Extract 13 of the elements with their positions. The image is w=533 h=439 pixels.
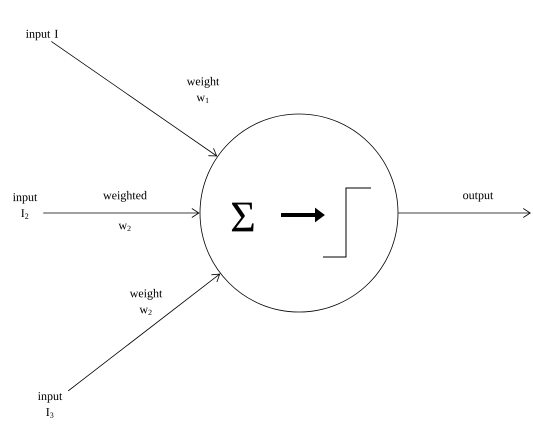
input-label: input I$_{3}$ xyxy=(38,392,62,418)
input-label: input I$_{2}$ xyxy=(12,193,38,219)
arrow xyxy=(68,274,220,392)
edge-label: output xyxy=(463,192,494,202)
arrow xyxy=(42,208,200,218)
arrow xyxy=(50,41,218,156)
edge-label: weight w$_{1}$ xyxy=(186,76,220,104)
neuron-circle xyxy=(200,114,398,312)
input-label: input I xyxy=(26,30,58,40)
arrow xyxy=(398,208,531,218)
edge-label: weight w$_{2}$ xyxy=(130,288,162,316)
edge-label: weighted w$_{2}$ xyxy=(103,190,147,232)
sigma-symbol: Σ xyxy=(232,202,254,232)
